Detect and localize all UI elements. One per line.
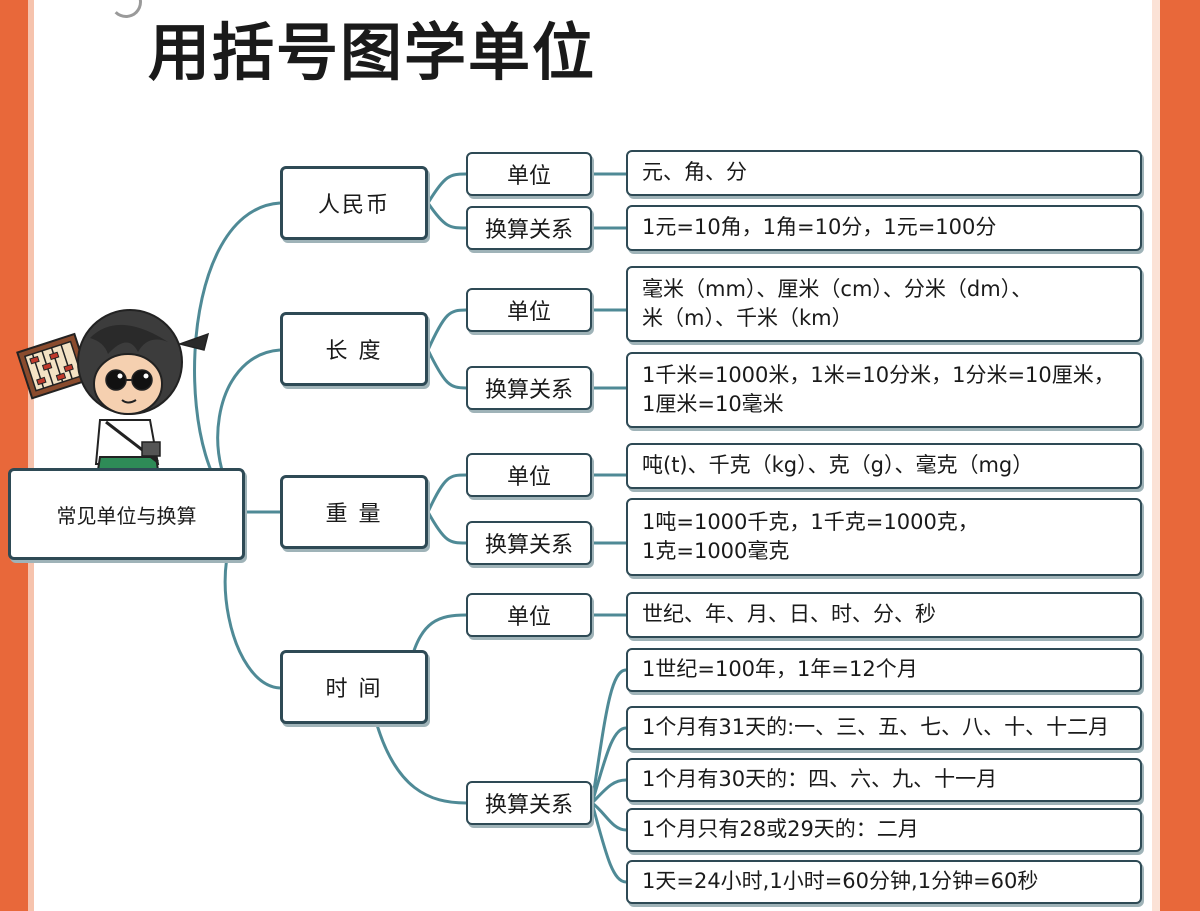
weight-conv-node: 换算关系 [466,521,592,565]
root-node: 常见单位与换算 [8,468,245,560]
time-unit-node: 单位 [466,593,592,637]
length-unit-value: 毫米（mm）、厘米（cm）、分米（dm）、 米（m）、千米（km） [626,266,1142,342]
time-conv-text-5: 1天=24小时,1小时=60分钟,1分钟=60秒 [642,869,1039,894]
length-unit-label: 单位 [506,300,551,325]
category-rmb-label: 人民币 [317,193,390,218]
category-length-label: 长 度 [325,339,383,364]
category-weight-label: 重 量 [325,502,383,527]
length-conv-text-1: 1千米=1000米，1米=10分米，1分米=10厘米， [642,362,1115,387]
weight-unit-value: 吨(t)、千克（kg）、克（g）、毫克（mg） [626,443,1142,489]
rmb-unit-node: 单位 [466,152,592,196]
connector-time-conv-1 [590,668,627,804]
abacus-icon [16,332,91,400]
time-unit-value: 世纪、年、月、日、时、分、秒 [626,592,1142,638]
category-time: 时 间 [280,650,428,724]
time-unit-text: 世纪、年、月、日、时、分、秒 [642,602,936,627]
time-conv-value-2: 1个月有31天的:一、三、五、七、八、十、十二月 [626,706,1142,750]
time-conv-text-2: 1个月有31天的:一、三、五、七、八、十、十二月 [642,715,1110,740]
weight-conv-label: 换算关系 [484,533,573,558]
left-frame-bar [0,0,28,911]
left-frame-inner [28,0,34,911]
connector-rmb-conv [426,202,467,230]
connector-time-conv-2 [590,726,627,804]
length-unit-text-1: 毫米（mm）、厘米（cm）、分米（dm）、 [642,276,1033,301]
time-conv-value-5: 1天=24小时,1小时=60分钟,1分钟=60秒 [626,860,1142,904]
connector-time-conv [373,717,467,805]
rmb-conv-text: 1元=10角，1角=10分，1元=100分 [642,215,997,240]
length-conv-label: 换算关系 [484,378,573,403]
time-unit-label: 单位 [506,605,551,630]
connector-time-conv-4 [591,801,627,832]
root-label: 常见单位与换算 [56,503,197,528]
category-weight: 重 量 [280,475,428,549]
time-conv-label: 换算关系 [484,793,573,818]
length-conv-value: 1千米=1000米，1米=10分米，1分米=10厘米， 1厘米=10毫米 [626,352,1142,428]
right-frame-bar [1160,0,1200,911]
connector-time-conv-5 [590,802,627,884]
connector-weight-conv [426,511,467,545]
length-unit-text-2: 米（m）、千米（km） [642,306,853,330]
time-conv-text-1: 1世纪=100年，1年=12个月 [642,657,918,682]
rmb-conv-value: 1元=10角，1角=10分，1元=100分 [626,205,1142,251]
time-conv-node: 换算关系 [466,781,592,825]
connector-rmb-unit [426,172,467,204]
weight-conv-text-1: 1吨=1000千克，1千克=1000克， [642,509,979,534]
connector-length-unit [426,308,467,351]
category-time-label: 时 间 [325,677,383,702]
time-conv-text-3: 1个月有30天的：四、六、九、十一月 [642,767,998,792]
rmb-unit-label: 单位 [506,164,551,189]
time-conv-value-4: 1个月只有28或29天的：二月 [626,808,1142,852]
category-rmb: 人民币 [280,166,428,240]
weight-unit-text: 吨(t)、千克（kg）、克（g）、毫克（mg） [642,453,1034,478]
length-conv-text-2: 1厘米=10毫米 [642,392,784,416]
time-conv-text-4: 1个月只有28或29天的：二月 [642,817,919,842]
connector-weight-unit [426,473,467,513]
right-frame-inner [1152,0,1160,911]
rmb-unit-value: 元、角、分 [626,150,1142,196]
rmb-conv-label: 换算关系 [484,218,573,243]
weight-unit-node: 单位 [466,453,592,497]
weight-conv-value: 1吨=1000千克，1千克=1000克， 1克=1000毫克 [626,498,1142,576]
rmb-unit-text: 元、角、分 [642,160,747,185]
weight-conv-text-2: 1克=1000毫克 [642,539,790,563]
connector-length-conv [426,349,467,390]
time-conv-value-1: 1世纪=100年，1年=12个月 [626,648,1142,692]
time-conv-value-3: 1个月有30天的：四、六、九、十一月 [626,758,1142,802]
category-length: 长 度 [280,312,428,386]
page-title: 用括号图学单位 [148,16,597,89]
length-unit-node: 单位 [466,288,592,332]
rmb-conv-node: 换算关系 [466,206,592,250]
length-conv-node: 换算关系 [466,366,592,410]
connector-time-conv-3 [590,778,627,805]
weight-unit-label: 单位 [506,465,551,490]
